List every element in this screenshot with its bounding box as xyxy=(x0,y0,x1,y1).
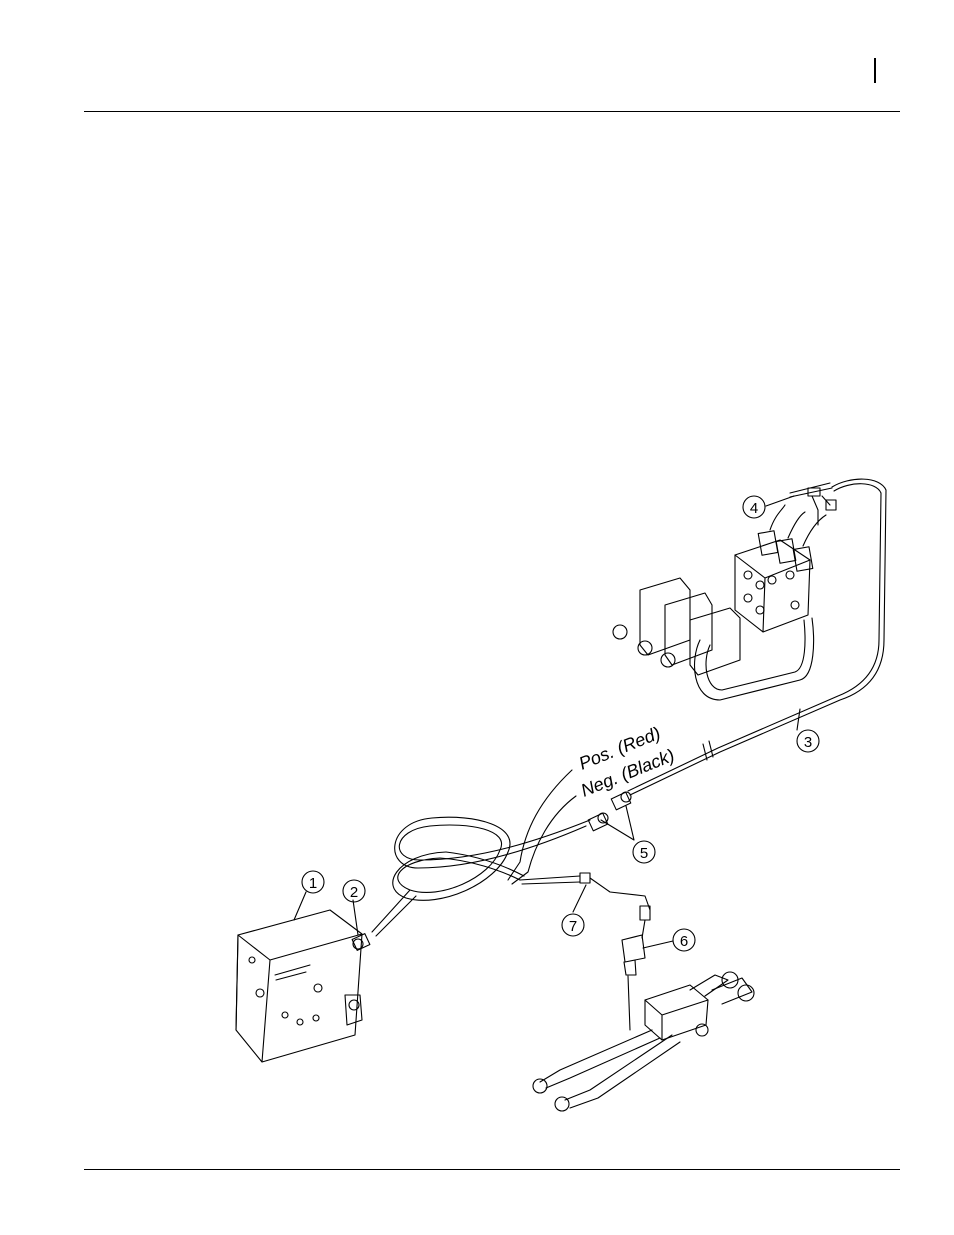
callout-2: 2 xyxy=(343,880,365,902)
callout-4: 4 xyxy=(743,496,765,518)
coiled-cable xyxy=(372,817,590,936)
svg-text:2: 2 xyxy=(350,884,358,901)
connector-7 xyxy=(520,873,650,938)
svg-text:1: 1 xyxy=(309,875,317,892)
hydraulic-manifold xyxy=(533,972,754,1111)
power-leads xyxy=(508,770,576,884)
svg-text:3: 3 xyxy=(804,734,812,751)
svg-text:5: 5 xyxy=(640,845,648,862)
callout-3: 3 xyxy=(797,730,819,752)
svg-text:4: 4 xyxy=(750,500,758,517)
callout-5: 5 xyxy=(633,841,655,863)
svg-text:6: 6 xyxy=(680,933,688,950)
connector-5b xyxy=(611,792,631,810)
callout-6: 6 xyxy=(673,929,695,951)
callout-1: 1 xyxy=(302,871,324,893)
control-box xyxy=(236,910,362,1062)
callout-7: 7 xyxy=(562,914,584,936)
solenoid-valve xyxy=(622,935,645,1030)
valve-block-assembly xyxy=(613,483,836,700)
svg-text:7: 7 xyxy=(569,918,577,935)
leader-lines xyxy=(294,496,800,948)
